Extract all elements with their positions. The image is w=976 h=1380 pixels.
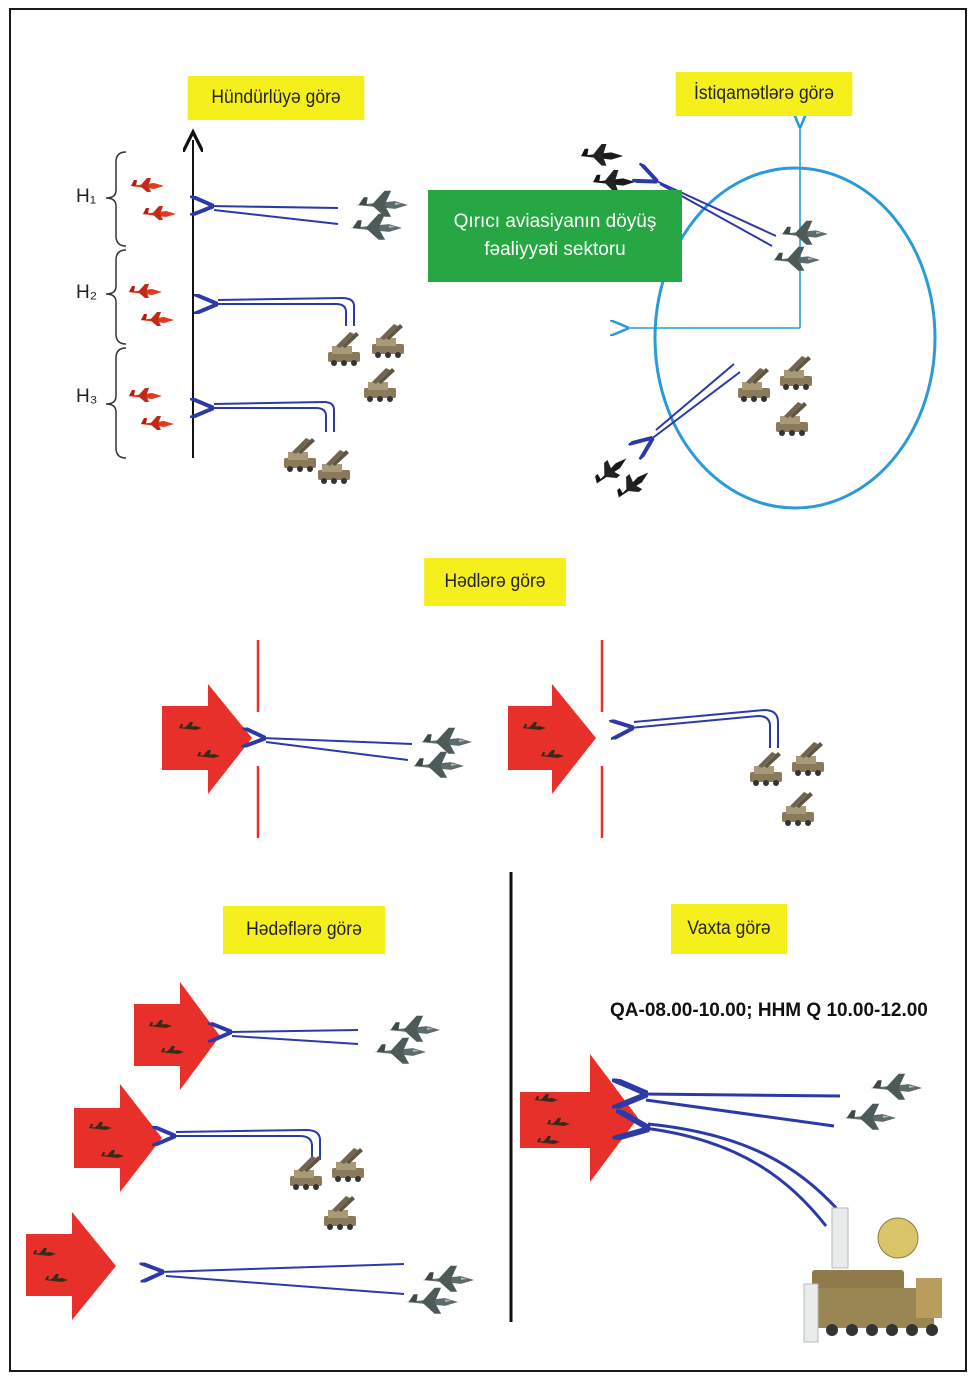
altitude-label: Hündürlüyə görə [187, 76, 365, 120]
altitude-level-1: H₁ [76, 186, 97, 207]
boundary-blue-arrows [262, 708, 779, 761]
altitude-level-3: H₃ [76, 386, 98, 407]
boundaries-panel [162, 640, 824, 838]
directions-label: İstiqamətlərə görə [675, 72, 853, 116]
sector-box: Qırıcı aviasiyanın döyüş fəaliyyəti sekt… [428, 190, 682, 282]
altitude-brackets [105, 151, 127, 459]
altitude-level-2: H₂ [76, 282, 98, 303]
target-blue-arrows [160, 1030, 405, 1295]
sector-ellipse [653, 166, 937, 510]
time-red-arrow [520, 1054, 638, 1182]
altitude-arrows [210, 206, 355, 432]
direction-axes [626, 125, 800, 328]
altitude-panel [105, 140, 408, 484]
boundary-lines [256, 640, 604, 838]
boundaries-label: Hədlərə görə [424, 558, 566, 606]
directions-panel [580, 125, 937, 510]
schedule-text: QA-08.00-10.00; HHM Q 10.00-12.00 [610, 1000, 928, 1021]
target-red-arrows [26, 982, 220, 1320]
time-panel [520, 1054, 942, 1343]
time-threats [803, 1073, 942, 1343]
boundary-threats [412, 727, 824, 826]
sector-text-line1: Qırıcı aviasiyanın döyüş [453, 211, 657, 232]
targets-label: Hədəflərə görə [223, 906, 385, 954]
time-blue-arrows [642, 1094, 841, 1227]
targets-panel [26, 982, 474, 1320]
sector-text-line2: fəaliyyəti sektoru [484, 239, 626, 260]
boundary-red-arrows [162, 684, 596, 794]
target-threats [290, 1015, 474, 1314]
red-aircraft-group [128, 178, 176, 430]
altitude-threats [284, 190, 408, 484]
time-label: Vaxta görə [671, 904, 787, 954]
